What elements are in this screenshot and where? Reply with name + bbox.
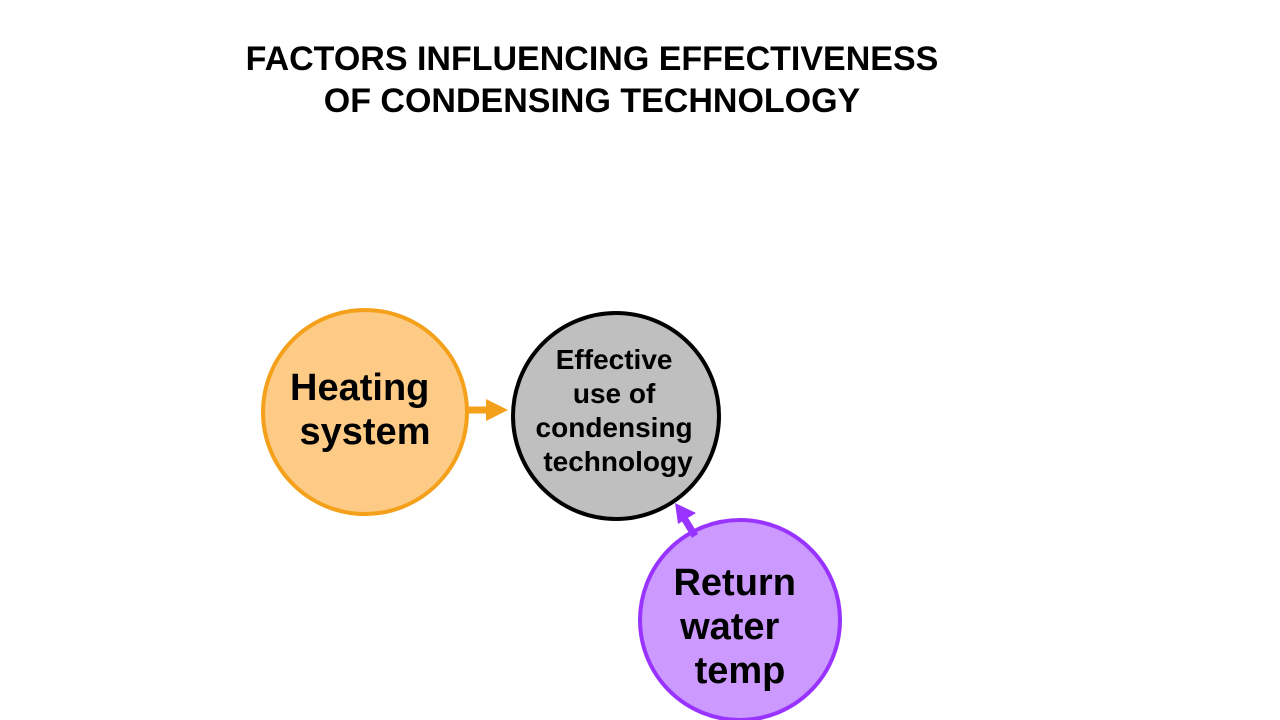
return-water-temp-label: Return water temp [673,562,806,692]
arrow-return-shaft [681,516,698,538]
effective-use-circle [511,311,721,521]
return-water-temp-label-line-3: temp [695,650,786,692]
heating-system-label-line-2: system [300,411,431,453]
effective-use-label-line-2: use of [573,378,656,409]
node-effective-use: Effective use of condensing technology [511,311,721,521]
arrow-return-head [675,503,696,524]
node-return-water-temp: Return water temp [638,518,842,720]
return-water-temp-circle [638,518,842,720]
node-heating-system: Heating system [261,308,469,516]
title-line-2: OF CONDENSING TECHNOLOGY [323,82,861,120]
effective-use-label: Effective use of condensing technology [536,344,701,477]
effective-use-label-line-1: Effective [556,344,673,375]
effective-use-label-line-4: technology [543,446,693,477]
title-line-1: FACTORS INFLUENCING EFFECTIVENESS [245,40,939,78]
arrow-heating-head [486,399,508,421]
arrow-heating-to-center [467,399,508,421]
diagram-title: FACTORS INFLUENCING EFFECTIVENESS OF CON… [160,38,1024,122]
effective-use-label-line-3: condensing [536,412,693,443]
arrow-return-to-center [675,503,698,538]
heating-system-label: Heating system [290,367,440,453]
heating-system-label-line-1: Heating [290,367,429,409]
return-water-temp-label-line-1: Return [673,562,795,604]
return-water-temp-label-line-2: water [679,606,779,648]
